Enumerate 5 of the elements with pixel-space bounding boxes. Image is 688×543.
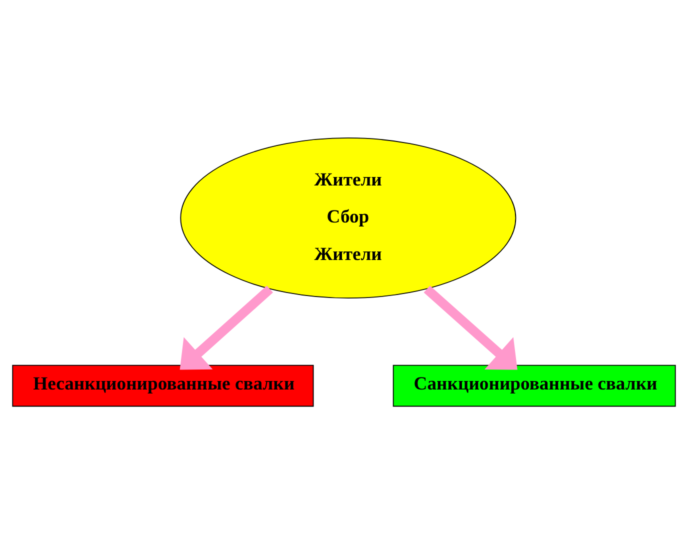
arrow [180, 285, 274, 370]
arrow [424, 285, 518, 370]
node-box: Санкционированные свалки [392, 364, 676, 406]
node-box: Несанкционированные свалки [12, 364, 314, 406]
node-ellipse: Жители Сбор Жители [180, 136, 516, 298]
